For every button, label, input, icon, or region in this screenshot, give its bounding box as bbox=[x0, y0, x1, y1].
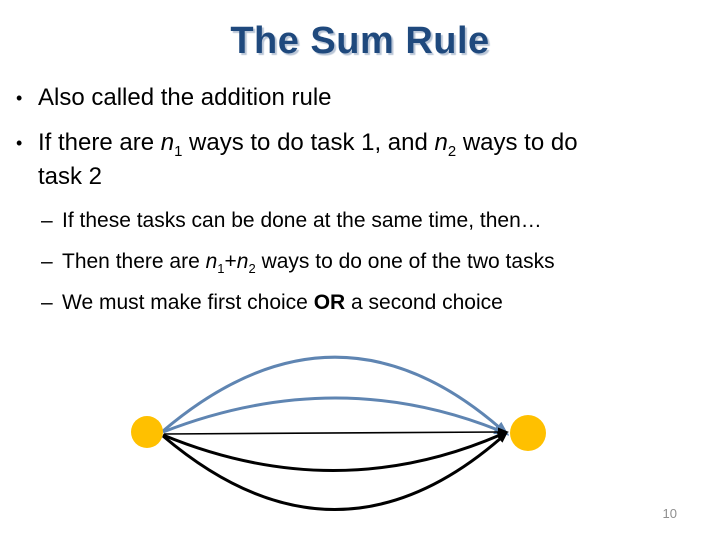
sub-bullet-text: Then there are n1+n2 ways to do one of t… bbox=[62, 247, 555, 277]
page-number: 10 bbox=[662, 506, 677, 521]
left-node bbox=[131, 416, 163, 448]
text-segment: If there are bbox=[38, 129, 161, 156]
text-segment: Then there are bbox=[62, 250, 206, 273]
math-variable: n bbox=[434, 129, 448, 156]
sub-bullet-item-2: – Then there are n1+n2 ways to do one of… bbox=[41, 247, 706, 277]
math-variable: n bbox=[160, 129, 175, 156]
text-segment: ways to do bbox=[456, 129, 578, 156]
edge-black-arc-inner bbox=[162, 431, 509, 472]
bullet-text: Also called the addition rule bbox=[38, 84, 332, 111]
text-segment: ways to do one of the two tasks bbox=[255, 250, 555, 273]
bullet-glyph: • bbox=[16, 133, 23, 153]
bullet-item-1: • Also called the addition rule bbox=[16, 81, 706, 115]
math-subscript: 1 bbox=[174, 143, 183, 160]
math-subscript: 1 bbox=[217, 261, 225, 277]
text-segment: task 2 bbox=[38, 163, 103, 190]
sub-bullet-item-1: – If these tasks can be done at the same… bbox=[41, 206, 706, 236]
edge-black-arc-outer bbox=[162, 432, 508, 511]
sub-bullet-text: If these tasks can be done at the same t… bbox=[62, 209, 542, 232]
bullet-text: If there are n1 ways to do task 1, and n… bbox=[38, 126, 578, 194]
plus-operator: + bbox=[224, 250, 237, 273]
math-variable: n bbox=[236, 250, 249, 273]
math-variable: n bbox=[205, 250, 218, 273]
dash-glyph: – bbox=[41, 250, 53, 273]
text-segment: We must make first choice bbox=[62, 291, 314, 314]
sub-bullet-item-3: – We must make first choice OR a second … bbox=[41, 288, 706, 318]
right-node bbox=[510, 415, 546, 451]
math-subscript: 2 bbox=[447, 143, 457, 160]
dash-glyph: – bbox=[41, 291, 53, 314]
text-segment: a second choice bbox=[345, 291, 503, 314]
bullet-glyph: • bbox=[16, 88, 23, 108]
edge-blue-arc-inner bbox=[162, 396, 510, 435]
slide-title: The Sum Rule bbox=[230, 20, 490, 62]
text-segment: ways to do task 1, and bbox=[182, 129, 435, 156]
dash-glyph: – bbox=[41, 209, 53, 232]
math-subscript: 2 bbox=[248, 261, 256, 277]
edge-blue-arc-outer bbox=[162, 355, 510, 436]
sub-bullet-text: We must make first choice OR a second ch… bbox=[62, 288, 503, 318]
edge-black-straight bbox=[163, 427, 509, 437]
bullet-item-2: • If there are n1 ways to do task 1, and… bbox=[16, 126, 706, 194]
bold-or-text: OR bbox=[313, 291, 346, 314]
